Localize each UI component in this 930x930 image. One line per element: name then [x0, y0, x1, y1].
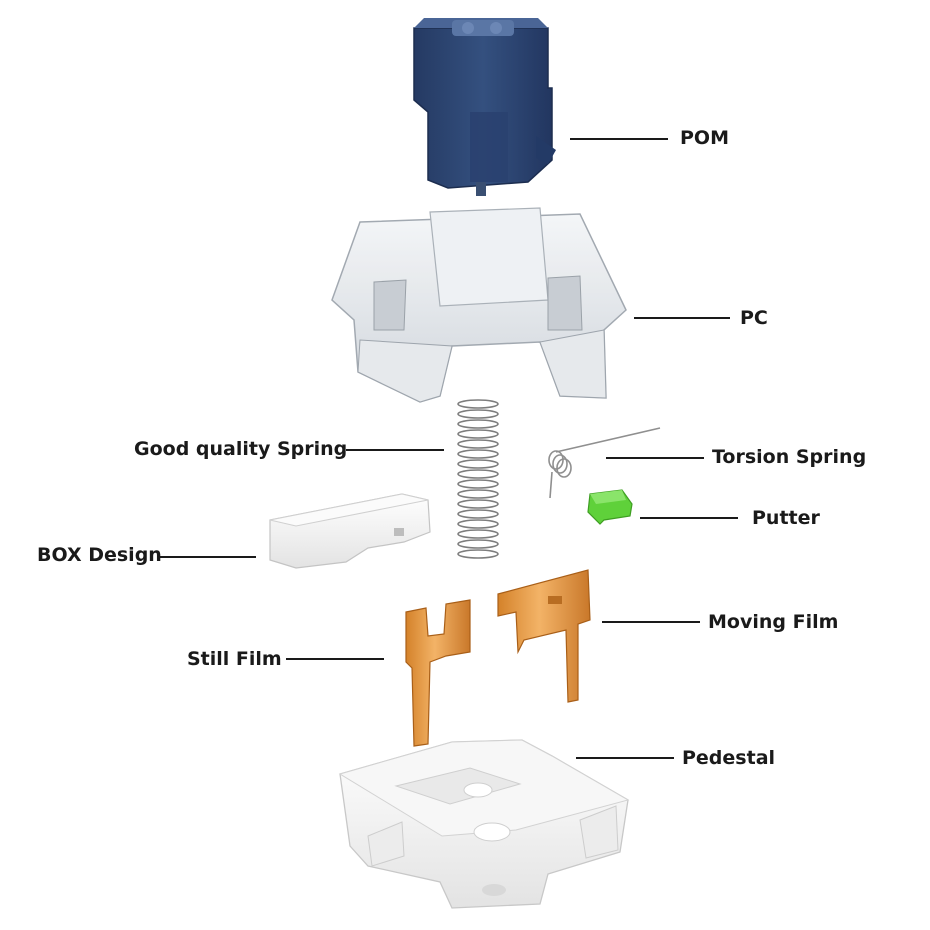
- pedestal-leader-line: [576, 757, 674, 759]
- good-quality-spring-leader-line: [346, 449, 444, 451]
- still-film-part: [405, 599, 471, 747]
- moving-film-label: Moving Film: [708, 611, 839, 633]
- box-design-part: [269, 493, 431, 569]
- still-film-leader-line: [286, 658, 384, 660]
- putter-leader-line: [640, 517, 738, 519]
- box-design-label: BOX Design: [37, 544, 162, 566]
- torsion-spring-label: Torsion Spring: [712, 446, 867, 468]
- pc-housing-part: [331, 207, 627, 403]
- moving-film-leader-line: [602, 621, 700, 623]
- box-design-leader-line: [158, 556, 256, 558]
- putter-label: Putter: [752, 507, 820, 529]
- moving-film-part: [497, 569, 591, 703]
- pom-stem-part: [413, 18, 556, 196]
- good-quality-spring-label: Good quality Spring: [134, 438, 348, 460]
- torsion-spring-part: [548, 427, 661, 499]
- coil-spring-part: [457, 399, 499, 559]
- pom-label: POM: [680, 127, 729, 149]
- pc-label: PC: [740, 307, 768, 329]
- pom-leader-line: [570, 138, 668, 140]
- pedestal-label: Pedestal: [682, 747, 776, 769]
- pc-leader-line: [634, 317, 730, 319]
- pedestal-part: [338, 739, 630, 909]
- putter-part: [587, 489, 633, 525]
- torsion-spring-leader-line: [606, 457, 704, 459]
- still-film-label: Still Film: [187, 648, 282, 670]
